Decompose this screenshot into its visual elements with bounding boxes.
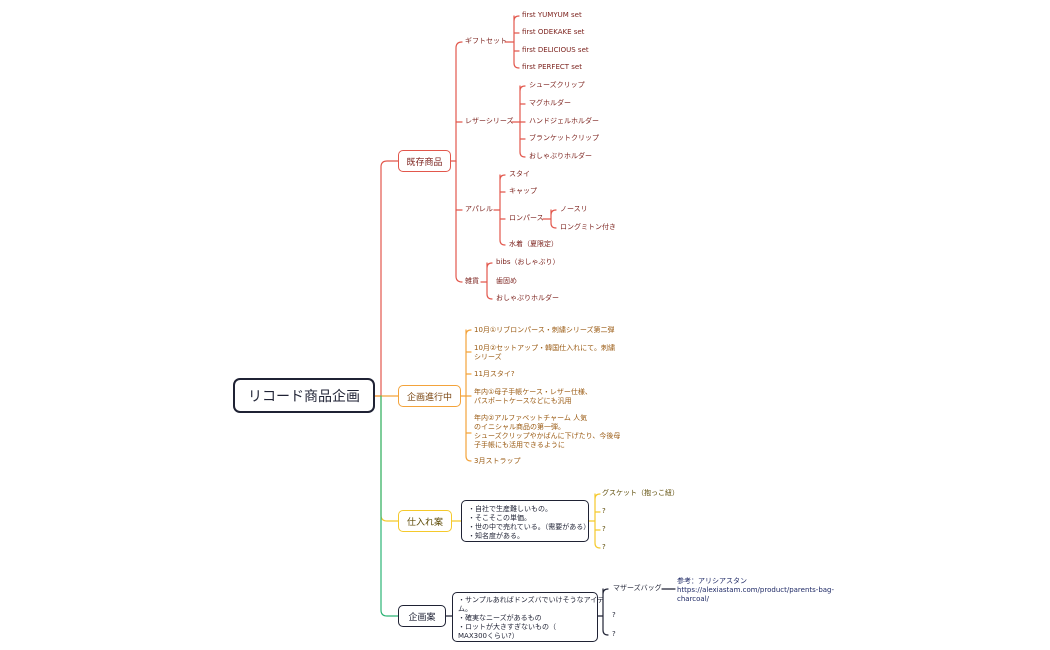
root-topic[interactable]: リコード商品企画 [233,378,375,413]
progress-item[interactable]: 11月スタイ? [474,370,515,378]
sourcing-criteria-note[interactable]: ・自社で生産難しいもの。 ・そこそこの単価。 ・世の中で売れている。（需要がある… [461,500,590,542]
progress-item[interactable]: 3月ストラップ [474,457,521,465]
progress-item[interactable]: 10月②セットアップ・韓国仕入れにて。刺繍 シリーズ [474,344,615,361]
progress-item[interactable]: 年内②アルファベットチャーム 人気 のイニシャル商品の第一弾。 シューズクリップ… [474,414,621,449]
leather-item[interactable]: ブランケットクリップ [529,134,599,142]
sourcing-item[interactable]: ? [602,525,606,533]
sourcing-item[interactable]: ? [602,507,606,515]
misc-item[interactable]: おしゃぶりホルダー [496,294,559,302]
leather-item[interactable]: マグホルダー [529,99,571,107]
rompers-item[interactable]: ノースリ [560,205,588,213]
misc-item[interactable]: 歯固め [496,277,517,285]
gift-item[interactable]: first DELICIOUS set [522,46,589,54]
leather-item[interactable]: シューズクリップ [529,81,585,89]
rompers-item[interactable]: ロングミトン付き [560,223,616,231]
leather-item[interactable]: ハンドジェルホルダー [529,117,599,125]
gift-item[interactable]: first YUMYUM set [522,11,582,19]
topic-misc-goods[interactable]: 雑貨 [465,277,479,285]
progress-item[interactable]: 年内①母子手帳ケース・レザー仕様、 パスポートケースなどにも汎用 [474,388,592,405]
topic-apparel[interactable]: アパレル [465,205,493,213]
branch-planning[interactable]: 企画案 [398,605,446,627]
branch-in-progress[interactable]: 企画進行中 [398,385,461,407]
leather-item[interactable]: おしゃぶりホルダー [529,152,592,160]
sourcing-item[interactable]: グスケット（抱っこ紐） [602,489,679,497]
progress-item[interactable]: 10月①リブロンパース・刺繍シリーズ第二弾 [474,326,615,334]
gift-item[interactable]: first ODEKAKE set [522,28,585,36]
topic-gift-set[interactable]: ギフトセット [465,37,507,45]
apparel-item[interactable]: キャップ [509,187,537,195]
planning-item[interactable]: マザーズバッグ [613,584,662,592]
sourcing-item[interactable]: ? [602,543,606,551]
planning-criteria-note[interactable]: ・サンプルあればドンズバでいけそうなアイテ ム。 ・確実なニーズがあるもの ・ロ… [452,592,604,642]
misc-item[interactable]: bibs（おしゃぶり） [496,258,560,266]
apparel-item[interactable]: ロンパース [509,214,544,222]
planning-item[interactable]: ? [612,630,616,638]
planning-item[interactable]: ? [612,611,616,619]
gift-item[interactable]: first PERFECT set [522,63,582,71]
apparel-item[interactable]: 水着（夏限定） [509,240,558,248]
branch-existing-products[interactable]: 既存商品 [398,150,451,172]
branch-sourcing[interactable]: 仕入れ案 [398,510,452,532]
topic-leather-series[interactable]: レザーシリーズ [465,117,514,125]
reference-link[interactable]: 参考：アリシアスタン https://alexiastam.com/produc… [677,577,835,603]
apparel-item[interactable]: スタイ [509,170,530,178]
